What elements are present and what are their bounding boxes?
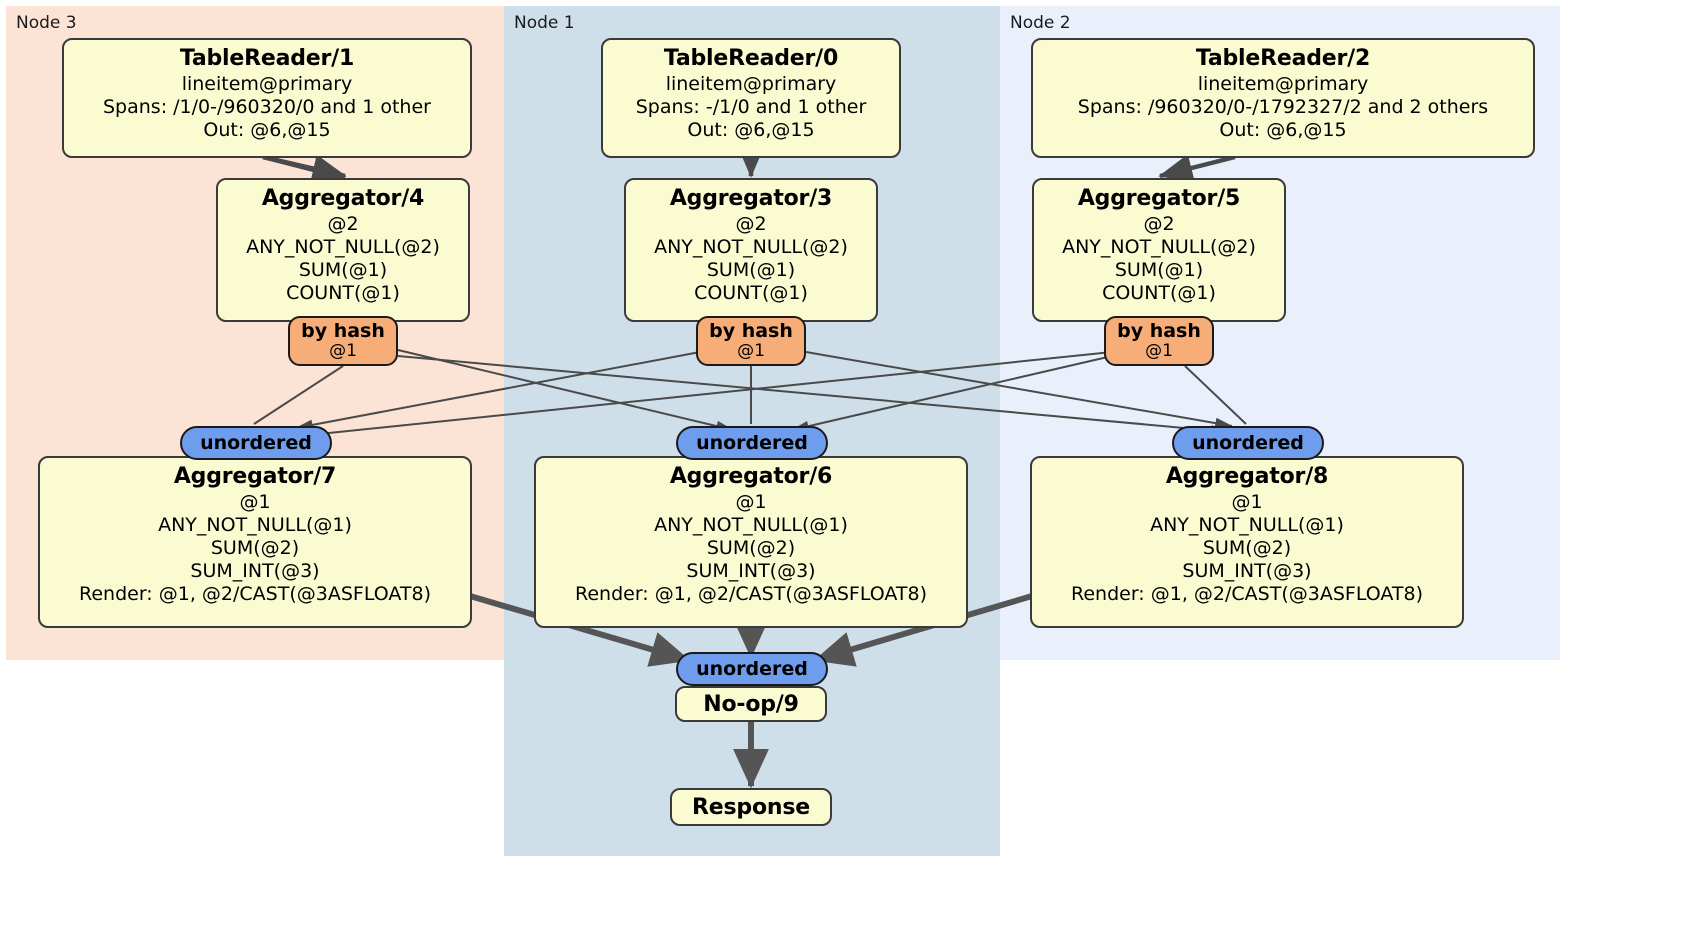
node-line: ANY_NOT_NULL(@2)	[246, 236, 440, 259]
node-title: Aggregator/3	[669, 186, 833, 211]
node-line: Out: @6,@15	[1219, 119, 1347, 142]
badge-by-hash-left[interactable]: by hash @1	[288, 316, 398, 366]
badge-label: unordered	[1192, 432, 1304, 454]
node-line: ANY_NOT_NULL(@2)	[1062, 236, 1256, 259]
node-line: SUM(@2)	[706, 537, 796, 560]
node-panel-label-node2: Node 2	[1010, 13, 1071, 33]
node-line: Render: @1, @2/CAST(@3ASFLOAT8)	[1071, 583, 1423, 606]
node-line: @1	[239, 491, 271, 514]
badge-label: by hash	[709, 320, 793, 342]
node-line: Render: @1, @2/CAST(@3ASFLOAT8)	[575, 583, 927, 606]
node-line: Spans: /1/0-/960320/0 and 1 other	[103, 96, 431, 119]
badge-column: @1	[737, 340, 765, 361]
node-box-aggregator-7[interactable]: Aggregator/7 @1 ANY_NOT_NULL(@1) SUM(@2)…	[38, 456, 472, 628]
node-line: SUM(@1)	[706, 259, 796, 282]
node-line: COUNT(@1)	[286, 282, 400, 305]
badge-column: @1	[329, 340, 357, 361]
node-line: @1	[1231, 491, 1263, 514]
node-box-table-reader-0[interactable]: TableReader/0 lineitem@primary Spans: -/…	[601, 38, 901, 158]
node-line: @2	[735, 213, 767, 236]
node-title: TableReader/1	[179, 46, 355, 71]
node-line: SUM(@2)	[210, 537, 300, 560]
node-box-aggregator-8[interactable]: Aggregator/8 @1 ANY_NOT_NULL(@1) SUM(@2)…	[1030, 456, 1464, 628]
badge-label: unordered	[696, 432, 808, 454]
node-box-aggregator-5[interactable]: Aggregator/5 @2 ANY_NOT_NULL(@2) SUM(@1)…	[1032, 178, 1286, 322]
badge-by-hash-right[interactable]: by hash @1	[1104, 316, 1214, 366]
node-title: Aggregator/6	[669, 464, 833, 489]
node-line: Out: @6,@15	[203, 119, 331, 142]
badge-label: unordered	[696, 658, 808, 680]
node-title: TableReader/0	[663, 46, 839, 71]
node-line: @1	[735, 491, 767, 514]
node-line: lineitem@primary	[665, 73, 837, 96]
badge-label: unordered	[200, 432, 312, 454]
node-line: COUNT(@1)	[1102, 282, 1216, 305]
badge-unordered-right[interactable]: unordered	[1172, 426, 1324, 460]
node-line: SUM_INT(@3)	[1182, 560, 1312, 583]
node-line: Out: @6,@15	[687, 119, 815, 142]
badge-unordered-mid[interactable]: unordered	[676, 426, 828, 460]
node-box-aggregator-4[interactable]: Aggregator/4 @2 ANY_NOT_NULL(@2) SUM(@1)…	[216, 178, 470, 322]
node-box-table-reader-2[interactable]: TableReader/2 lineitem@primary Spans: /9…	[1031, 38, 1535, 158]
node-line: SUM(@1)	[298, 259, 388, 282]
node-title: Aggregator/7	[173, 464, 337, 489]
node-line: ANY_NOT_NULL(@2)	[654, 236, 848, 259]
node-title: TableReader/2	[1195, 46, 1371, 71]
badge-unordered-final[interactable]: unordered	[676, 652, 828, 686]
node-line: COUNT(@1)	[694, 282, 808, 305]
node-title: Response	[692, 795, 810, 820]
badge-column: @1	[1145, 340, 1173, 361]
node-line: Render: @1, @2/CAST(@3ASFLOAT8)	[79, 583, 431, 606]
badge-by-hash-mid[interactable]: by hash @1	[696, 316, 806, 366]
node-box-noop-9[interactable]: No-op/9	[675, 686, 827, 722]
node-line: SUM_INT(@3)	[686, 560, 816, 583]
node-line: @2	[1143, 213, 1175, 236]
node-line: ANY_NOT_NULL(@1)	[1150, 514, 1344, 537]
node-line: lineitem@primary	[1197, 73, 1369, 96]
node-panel-label-node3: Node 3	[16, 13, 77, 33]
node-line: ANY_NOT_NULL(@1)	[158, 514, 352, 537]
node-line: SUM(@2)	[1202, 537, 1292, 560]
node-panel-label-node1: Node 1	[514, 13, 575, 33]
node-line: Spans: -/1/0 and 1 other	[635, 96, 867, 119]
node-line: lineitem@primary	[181, 73, 353, 96]
badge-unordered-left[interactable]: unordered	[180, 426, 332, 460]
node-line: SUM_INT(@3)	[190, 560, 320, 583]
node-line: ANY_NOT_NULL(@1)	[654, 514, 848, 537]
node-line: Spans: /960320/0-/1792327/2 and 2 others	[1077, 96, 1489, 119]
node-box-response[interactable]: Response	[670, 788, 832, 826]
badge-label: by hash	[1117, 320, 1201, 342]
node-title: Aggregator/8	[1165, 464, 1329, 489]
node-box-aggregator-3[interactable]: Aggregator/3 @2 ANY_NOT_NULL(@2) SUM(@1)…	[624, 178, 878, 322]
node-box-aggregator-6[interactable]: Aggregator/6 @1 ANY_NOT_NULL(@1) SUM(@2)…	[534, 456, 968, 628]
node-title: No-op/9	[703, 692, 799, 717]
node-box-table-reader-1[interactable]: TableReader/1 lineitem@primary Spans: /1…	[62, 38, 472, 158]
node-title: Aggregator/5	[1077, 186, 1241, 211]
node-line: SUM(@1)	[1114, 259, 1204, 282]
node-title: Aggregator/4	[261, 186, 425, 211]
badge-label: by hash	[301, 320, 385, 342]
node-line: @2	[327, 213, 359, 236]
